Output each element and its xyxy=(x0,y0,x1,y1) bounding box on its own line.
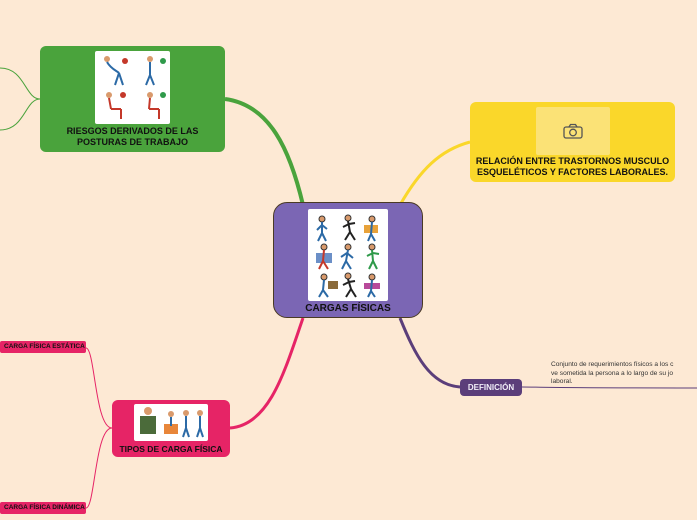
relacion-image-placeholder[interactable] xyxy=(536,107,610,155)
load-carrying-illustration-icon xyxy=(140,407,204,438)
edge-tipos xyxy=(229,317,305,430)
definicion-text-line: ve sometida la persona a lo largo de su … xyxy=(551,369,674,377)
edge-dinamica xyxy=(85,427,113,509)
central-title: CARGAS FÍSICAS xyxy=(305,303,391,314)
edge-riesgos-left-1 xyxy=(0,67,41,100)
edge-riesgos xyxy=(224,97,305,206)
camera-icon xyxy=(563,123,583,139)
edge-estatica xyxy=(85,347,113,429)
riesgos-title: RIESGOS DERIVADOS DE LAS POSTURAS DE TRA… xyxy=(66,126,199,147)
definicion-node[interactable]: DEFINICIÓN xyxy=(460,379,522,396)
tipos-illustration xyxy=(134,404,208,441)
subtopic-carga-dinamica[interactable]: CARGA FÍSICA DINÁMICA xyxy=(0,502,86,514)
riesgos-node[interactable]: RIESGOS DERIVADOS DE LAS POSTURAS DE TRA… xyxy=(40,46,225,152)
definicion-text-line: laboral. xyxy=(551,378,573,385)
tipos-node[interactable]: TIPOS DE CARGA FÍSICA xyxy=(112,400,230,457)
posture-illustration-icon xyxy=(104,56,166,119)
edge-relacion xyxy=(398,140,471,206)
posture-illustration xyxy=(95,51,170,124)
central-illustration xyxy=(308,209,388,301)
edge-definicion-text xyxy=(521,386,697,389)
central-node[interactable]: CARGAS FÍSICAS xyxy=(273,202,423,318)
definicion-text: Conjunto de requerimientos físicos a los… xyxy=(551,361,697,387)
edge-definicion xyxy=(398,317,461,389)
edge-riesgos-left-2 xyxy=(0,98,41,131)
relacion-title: RELACIÓN ENTRE TRASTORNOS MUSCULO ESQUEL… xyxy=(475,156,670,177)
relacion-node[interactable]: RELACIÓN ENTRE TRASTORNOS MUSCULO ESQUEL… xyxy=(470,102,675,182)
subtopic-carga-estatica[interactable]: CARGA FÍSICA ESTÁTICA xyxy=(0,341,86,353)
tipos-title: TIPOS DE CARGA FÍSICA xyxy=(119,444,223,454)
definicion-text-line: Conjunto de requerimientos físicos a los… xyxy=(551,361,674,368)
workers-illustration-icon xyxy=(316,214,380,298)
